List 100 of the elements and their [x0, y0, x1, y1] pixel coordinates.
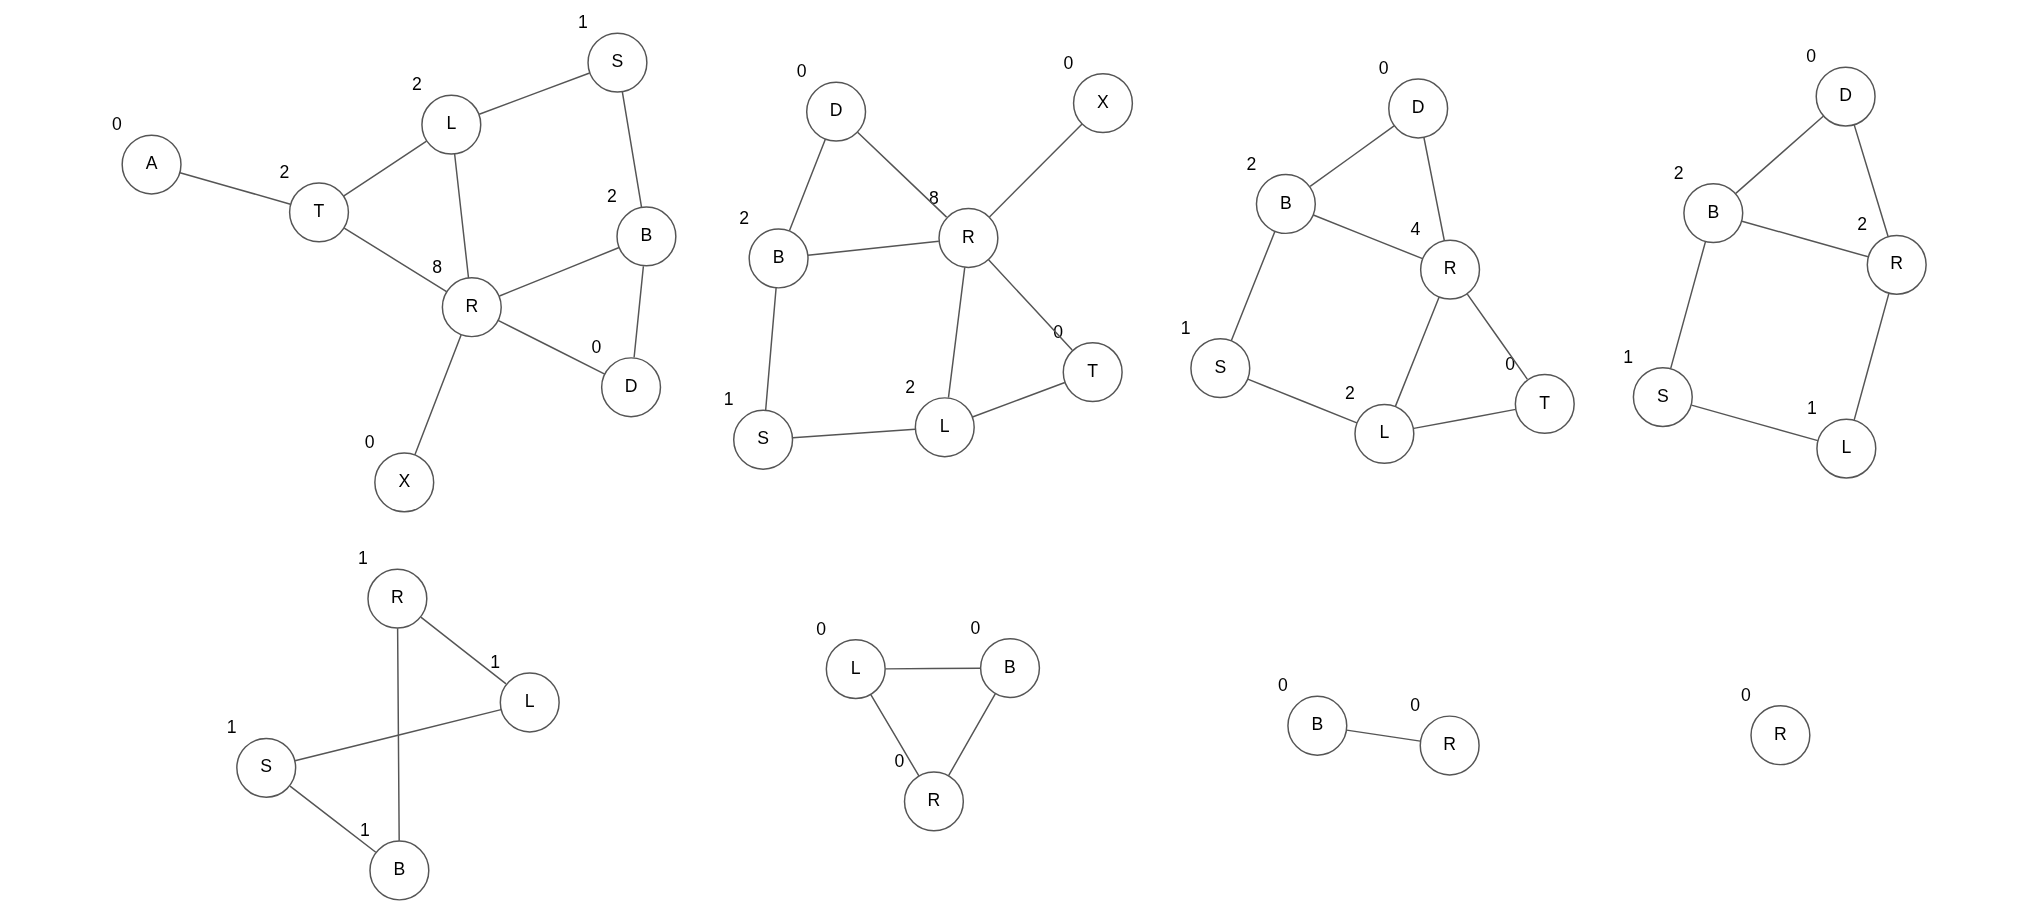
node-label: 2	[739, 208, 749, 229]
node-circle: L	[499, 672, 560, 733]
connector	[1345, 729, 1422, 742]
node-circle: R	[367, 568, 428, 629]
connector	[414, 334, 462, 456]
connector	[947, 692, 997, 777]
node-circle: R	[903, 771, 965, 832]
node-label: 2	[1857, 214, 1868, 235]
connector	[1466, 293, 1529, 381]
node-label: 0	[816, 618, 827, 639]
node-label: 8	[432, 256, 443, 277]
node-label: 0	[1505, 353, 1516, 374]
node-label: 2	[1246, 153, 1257, 174]
node-circle: B	[1255, 173, 1316, 235]
node-label: 1	[1623, 346, 1634, 367]
node-label: 0	[1740, 684, 1751, 705]
node-circle: R	[938, 207, 999, 269]
connector	[1423, 136, 1446, 242]
node-circle: R	[1750, 705, 1811, 766]
connector	[1741, 220, 1869, 258]
node-label: 2	[905, 376, 916, 397]
node-label: 2	[606, 186, 617, 207]
connector	[343, 140, 428, 197]
connector	[621, 91, 643, 208]
node-label: 0	[796, 61, 807, 82]
node-label: 0	[1063, 52, 1074, 73]
node-label: 2	[411, 74, 422, 95]
node-circle: D	[1388, 78, 1449, 139]
node-circle: S	[236, 737, 297, 798]
node-circle: A	[121, 134, 182, 195]
connector	[856, 131, 948, 218]
node-circle: B	[369, 840, 430, 901]
node-circle: S	[587, 32, 648, 93]
connector	[289, 785, 377, 853]
node-label: 2	[1344, 383, 1355, 404]
connector	[1853, 292, 1890, 421]
node-circle: L	[914, 397, 975, 458]
connector	[870, 693, 920, 777]
connector	[179, 171, 292, 205]
node-circle: T	[1062, 342, 1123, 403]
node-circle: R	[1419, 239, 1481, 300]
connector	[1690, 404, 1819, 442]
node-circle: R	[441, 277, 502, 338]
node-circle: D	[600, 357, 662, 418]
node-label: 1	[359, 820, 370, 841]
node-circle: B	[1287, 695, 1348, 756]
node-label: 0	[1410, 695, 1421, 716]
node-label: 0	[1378, 58, 1389, 79]
node-circle: X	[374, 452, 435, 513]
node-label: 0	[1806, 46, 1816, 67]
node-circle: R	[1866, 234, 1927, 295]
connector	[343, 227, 448, 293]
node-circle: T	[1514, 373, 1575, 435]
node-circle: T	[288, 182, 350, 243]
node-label: 4	[1410, 219, 1421, 240]
connector	[633, 265, 645, 359]
connector	[497, 319, 606, 375]
connector	[1312, 214, 1424, 260]
node-circle: B	[1683, 182, 1744, 244]
connector	[498, 246, 620, 297]
connector	[884, 667, 982, 670]
connector	[1247, 378, 1358, 424]
node-circle: S	[1190, 338, 1251, 399]
connector	[947, 266, 966, 399]
node-label: 1	[1180, 317, 1191, 338]
node-circle: X	[1072, 73, 1134, 134]
node-circle: B	[748, 228, 809, 289]
connector	[1735, 115, 1825, 195]
node-label: 0	[894, 750, 905, 771]
connector	[453, 153, 470, 279]
connector	[396, 627, 400, 842]
node-label: 0	[1277, 675, 1288, 696]
node-label: 1	[226, 717, 237, 738]
connector	[788, 138, 827, 232]
node-label: 2	[1673, 162, 1684, 183]
connector	[988, 123, 1083, 218]
node-circle: S	[1632, 366, 1693, 428]
node-label: 2	[279, 161, 290, 182]
connector	[1413, 408, 1517, 430]
node-circle: D	[1815, 66, 1876, 127]
node-circle: B	[616, 206, 677, 267]
node-circle: L	[825, 638, 886, 700]
node-circle: R	[1419, 715, 1480, 776]
connector	[764, 287, 777, 411]
connector	[420, 616, 507, 685]
connector	[294, 708, 502, 762]
node-label: 0	[112, 114, 122, 135]
connector	[971, 381, 1066, 418]
connector	[1230, 230, 1276, 342]
connector	[987, 259, 1073, 351]
connector	[478, 72, 591, 115]
node-label: 0	[591, 336, 602, 357]
node-circle: L	[1354, 403, 1415, 464]
connector	[1394, 296, 1440, 408]
connector	[1853, 124, 1889, 238]
connector	[807, 240, 940, 257]
node-label: 0	[364, 431, 375, 452]
node-label: 1	[723, 389, 734, 410]
node-circle: L	[1816, 418, 1877, 479]
node-label: 0	[970, 617, 981, 638]
